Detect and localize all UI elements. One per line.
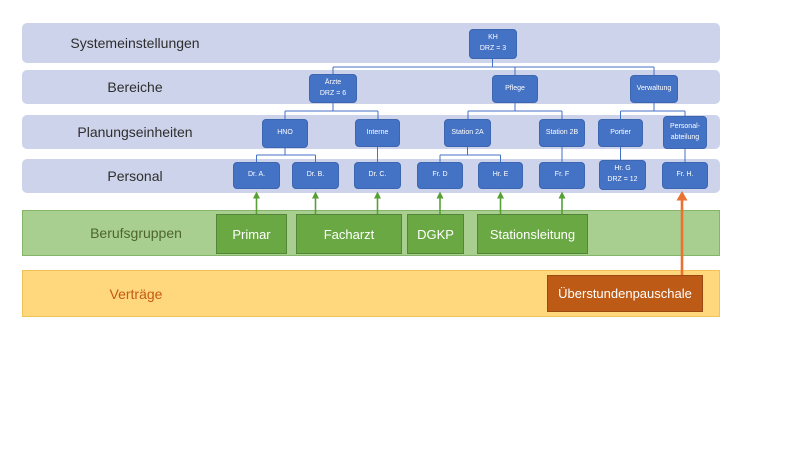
lane-label-planungseinheiten: Planungseinheiten xyxy=(77,124,193,140)
node-hr-g-sub: DRZ = 12 xyxy=(607,176,638,183)
node-dr-c: Dr. C. xyxy=(354,162,401,189)
node-pflege-label: Pflege xyxy=(505,84,525,92)
group-primar: Primar xyxy=(216,214,287,254)
node-kh: KH DRZ = 3 xyxy=(469,29,517,59)
node-dr-c-label: Dr. C. xyxy=(368,171,387,179)
node-verwaltung: Verwaltung xyxy=(630,75,678,103)
lane-label-berufsgruppen: Berufsgruppen xyxy=(90,225,182,241)
group-primar-label: Primar xyxy=(232,226,271,242)
node-dr-a: Dr. A. xyxy=(233,162,280,189)
lane-bereiche: Bereiche xyxy=(22,70,720,104)
node-hno-label: HNO xyxy=(277,129,293,137)
lane-label-vertraege: Verträge xyxy=(109,285,163,302)
node-aerzte-label: Ärzte xyxy=(324,78,342,86)
node-station-2a: Station 2A xyxy=(444,119,491,147)
contract-ueberstundenpauschale-label: Überstundenpauschale xyxy=(558,286,692,301)
lane-label-systemeinstellungen: Systemeinstellungen xyxy=(70,35,200,51)
lane-label-bereiche: Bereiche xyxy=(107,79,163,95)
node-interne: Interne xyxy=(355,119,400,147)
node-hr-e-label: Hr. E xyxy=(492,171,509,179)
node-pflege: Pflege xyxy=(492,75,538,103)
group-stationsleitung: Stationsleitung xyxy=(477,214,588,254)
node-personalabteilung-sub: abteilung xyxy=(670,133,700,141)
node-station-2a-label: Station 2A xyxy=(451,128,484,136)
node-hr-g: Hr. G DRZ = 12 xyxy=(599,160,646,190)
group-dgkp: DGKP xyxy=(407,214,464,254)
node-fr-d-label: Fr. D xyxy=(432,171,448,179)
node-kh-label: KH xyxy=(488,34,498,42)
node-portier: Portier xyxy=(598,119,643,147)
node-fr-h: Fr. H. xyxy=(662,162,708,189)
node-personalabteilung: Personal- abteilung xyxy=(663,116,707,149)
group-dgkp-label: DGKP xyxy=(417,226,454,242)
node-aerzte: Ärzte DRZ = 6 xyxy=(309,74,357,103)
lane-label-personal: Personal xyxy=(107,168,163,184)
node-aerzte-sub: DRZ = 6 xyxy=(319,89,347,97)
node-fr-f: Fr. F xyxy=(539,162,585,189)
node-hr-g-label: Hr. G xyxy=(614,165,631,173)
node-interne-label: Interne xyxy=(366,128,389,136)
node-verwaltung-label: Verwaltung xyxy=(636,84,672,92)
node-portier-label: Portier xyxy=(610,128,631,136)
node-dr-a-label: Dr. A. xyxy=(247,171,266,179)
node-station-2b: Station 2B xyxy=(539,119,585,147)
node-hno: HNO xyxy=(262,119,308,148)
node-personalabteilung-label: Personal- xyxy=(670,122,700,130)
group-facharzt: Facharzt xyxy=(296,214,402,254)
node-kh-sub: DRZ = 3 xyxy=(479,45,507,52)
contract-ueberstundenpauschale: Überstundenpauschale xyxy=(547,275,703,312)
node-fr-h-label: Fr. H. xyxy=(676,171,694,179)
group-stationsleitung-label: Stationsleitung xyxy=(489,226,576,242)
group-facharzt-label: Facharzt xyxy=(323,226,375,242)
node-dr-b-label: Dr. B. xyxy=(306,171,325,179)
node-hr-e: Hr. E xyxy=(478,162,523,189)
node-dr-b: Dr. B. xyxy=(292,162,339,189)
node-fr-d: Fr. D xyxy=(417,162,463,189)
lane-systemeinstellungen: Systemeinstellungen xyxy=(22,23,720,63)
node-station-2b-label: Station 2B xyxy=(545,128,579,136)
node-fr-f-label: Fr. F xyxy=(554,171,570,179)
